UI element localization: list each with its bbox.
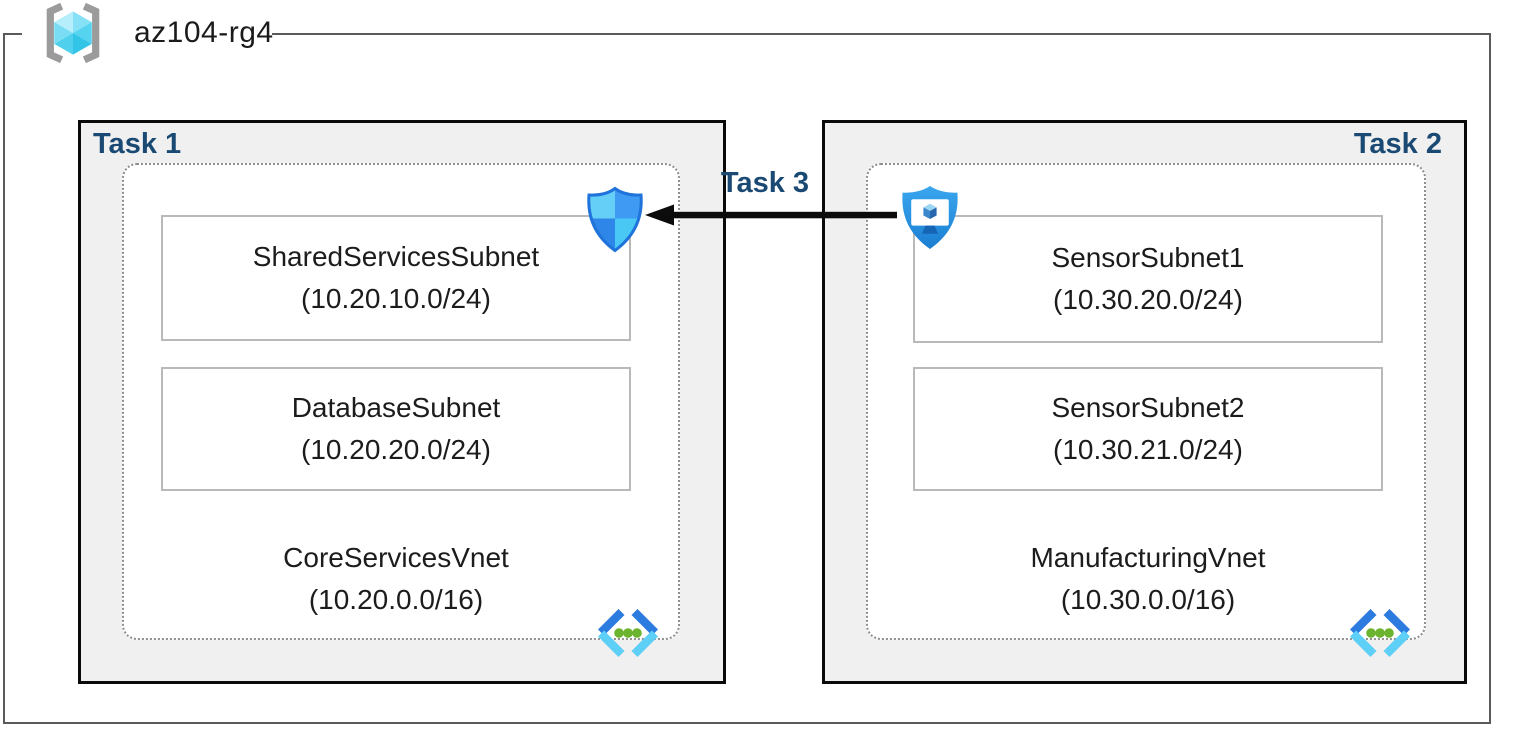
nsg-shield-icon bbox=[586, 186, 644, 253]
task2-label: Task 2 bbox=[1353, 128, 1442, 160]
subnet-name: DatabaseSubnet bbox=[291, 392, 501, 423]
subnet-cidr: (10.30.21.0/24) bbox=[1053, 434, 1243, 465]
subnet-name: SensorSubnet1 bbox=[1051, 242, 1245, 273]
virtual-network-icon bbox=[1346, 607, 1414, 659]
task1-label: Task 1 bbox=[93, 128, 182, 160]
subnet-cidr: (10.20.20.0/24) bbox=[301, 434, 491, 465]
subnet-name: SensorSubnet2 bbox=[1051, 392, 1245, 423]
vnet-name: CoreServicesVnet bbox=[283, 542, 509, 573]
manufacturing-vnet-label: ManufacturingVnet (10.30.0.0/16) bbox=[913, 537, 1383, 621]
database-subnet-box: DatabaseSubnet (10.20.20.0/24) bbox=[161, 367, 631, 491]
resource-group-name: az104-rg4 bbox=[134, 16, 274, 49]
vnet-cidr: (10.20.0.0/16) bbox=[308, 584, 484, 615]
resource-group-frame bbox=[3, 33, 1491, 724]
subnet-name: SharedServicesSubnet bbox=[252, 241, 540, 272]
resource-group-icon bbox=[40, 2, 106, 64]
task3-label: Task 3 bbox=[720, 167, 810, 199]
virtual-network-icon bbox=[594, 607, 662, 659]
vnet-name: ManufacturingVnet bbox=[1030, 542, 1266, 573]
sensor-subnet1-box: SensorSubnet1 (10.30.20.0/24) bbox=[913, 215, 1383, 343]
subnet-cidr: (10.30.20.0/24) bbox=[1053, 284, 1243, 315]
asg-shield-icon bbox=[897, 184, 963, 251]
subnet-cidr: (10.20.10.0/24) bbox=[301, 283, 491, 314]
sensor-subnet2-box: SensorSubnet2 (10.30.21.0/24) bbox=[913, 367, 1383, 491]
core-services-vnet-label: CoreServicesVnet (10.20.0.0/16) bbox=[161, 537, 631, 621]
shared-services-subnet-box: SharedServicesSubnet (10.20.10.0/24) bbox=[161, 215, 631, 341]
peering-arrow bbox=[645, 201, 897, 229]
vnet-cidr: (10.30.0.0/16) bbox=[1060, 584, 1236, 615]
